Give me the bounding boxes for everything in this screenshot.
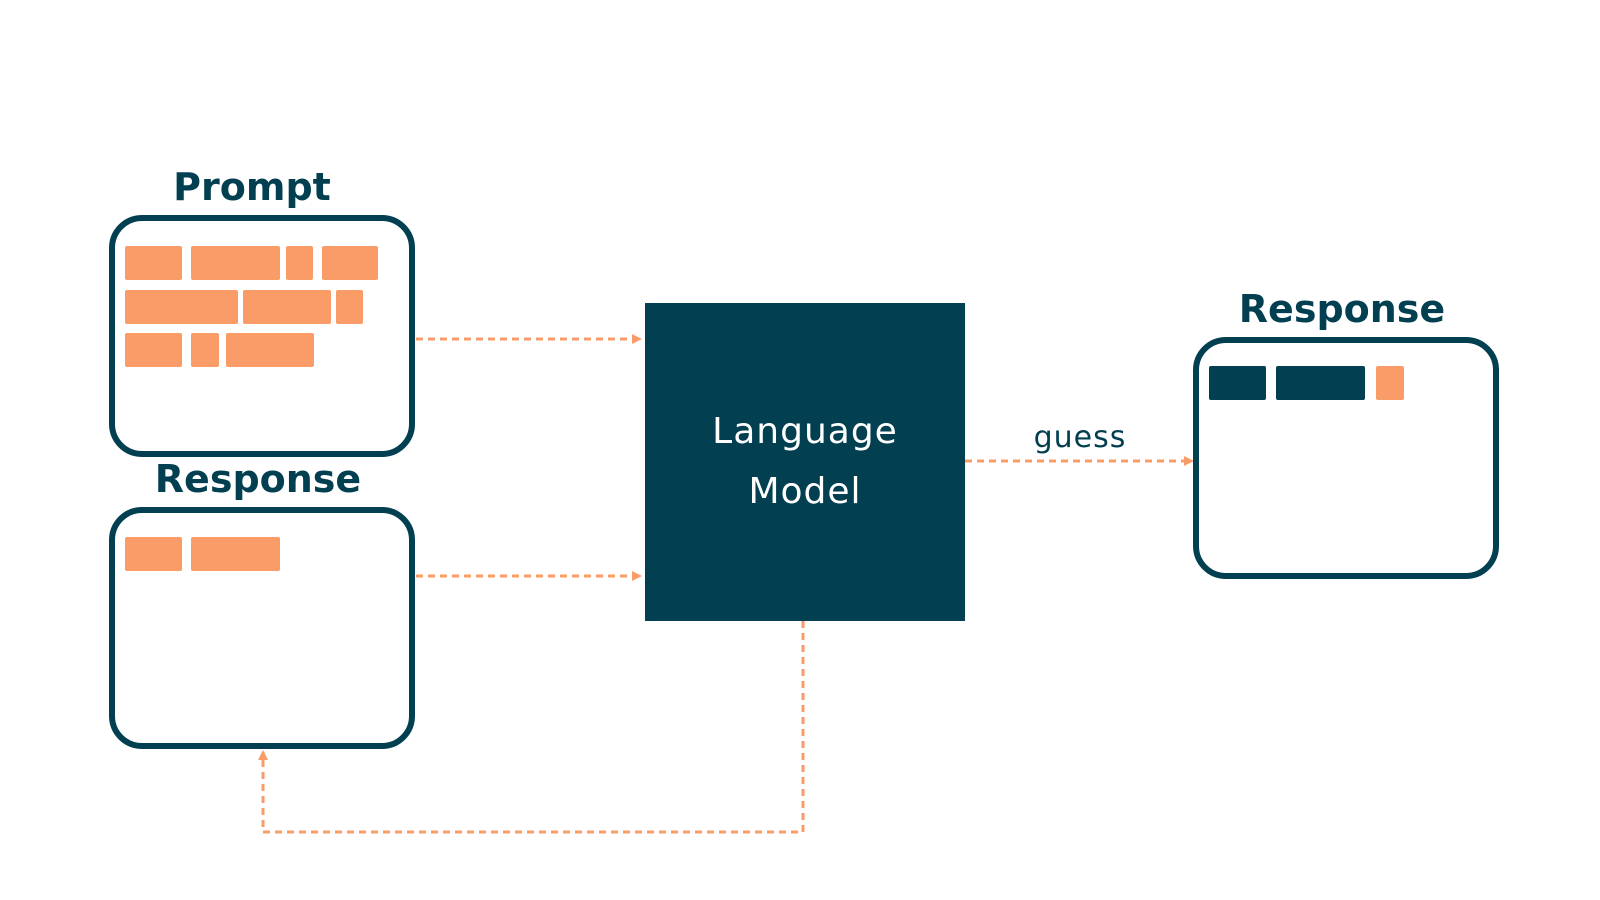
response-output-token-known: [1209, 366, 1266, 400]
response-input-token: [125, 537, 182, 571]
response-output-heading: Response: [1239, 287, 1445, 331]
prompt-token: [125, 290, 238, 324]
response-input-token: [191, 537, 280, 571]
response-output-box-frame: [1193, 337, 1499, 579]
response-input-box: [109, 507, 415, 749]
prompt-token: [286, 246, 313, 280]
language-model-label-line2: Model: [748, 471, 861, 512]
response-input-heading: Response: [155, 457, 361, 501]
response-output-box: [1193, 337, 1499, 579]
feedback-loop-arrow: [258, 621, 805, 834]
guess-label: guess: [1034, 420, 1127, 455]
prompt-token: [125, 333, 182, 367]
prompt-heading: Prompt: [173, 165, 331, 209]
prompt-box: [109, 215, 415, 457]
response-output-token-guessed: [1376, 366, 1404, 400]
prompt-token: [191, 333, 219, 367]
language-model-label-line1: Language: [712, 411, 898, 452]
prompt-token: [191, 246, 280, 280]
prompt-token: [125, 246, 182, 280]
prompt-token: [336, 290, 363, 324]
prompt-token: [243, 290, 331, 324]
response-input-box-frame: [109, 507, 415, 749]
language-model-box: Language Model: [645, 303, 965, 621]
language-model-block: [645, 303, 965, 621]
prompt-token: [322, 246, 378, 280]
response-output-token-known: [1276, 366, 1365, 400]
prompt-token: [226, 333, 314, 367]
